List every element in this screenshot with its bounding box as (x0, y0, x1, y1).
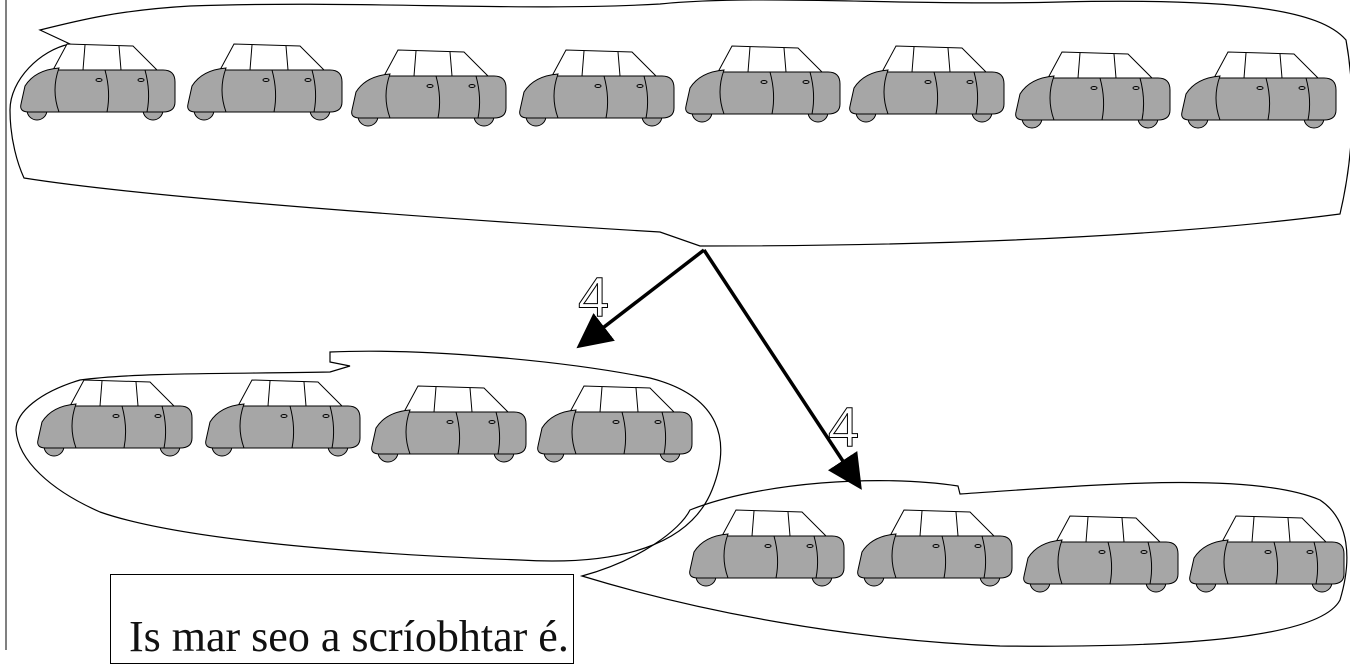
car (187, 43, 343, 121)
arrow-to-left-group (576, 248, 706, 349)
right-group-loop (579, 480, 1348, 647)
car (1015, 51, 1171, 129)
arrow-to-right-group (702, 249, 862, 490)
left-group-count: 4 (578, 265, 609, 328)
car (1189, 515, 1345, 593)
left-group-cars (37, 379, 693, 463)
car (1181, 51, 1337, 129)
car (37, 379, 193, 457)
right-group-count: 4 (828, 395, 859, 458)
right-group-cars (689, 509, 1345, 593)
car (685, 45, 841, 123)
car (537, 385, 693, 463)
car (519, 49, 675, 127)
whole-group-cars (20, 43, 1337, 129)
car (689, 509, 845, 587)
car (351, 49, 507, 127)
caption-text: Is mar seo a scríobhtar é. (129, 612, 569, 661)
caption-box: Is mar seo a scríobhtar é. (110, 574, 574, 664)
car (857, 509, 1013, 587)
car (849, 45, 1005, 123)
car (1023, 515, 1179, 593)
left-group-loop (15, 350, 722, 562)
car (371, 385, 527, 463)
whole-group-loop (9, 0, 1350, 247)
grouping-diagram: 4 4 (5, 0, 1350, 650)
car (205, 379, 361, 457)
